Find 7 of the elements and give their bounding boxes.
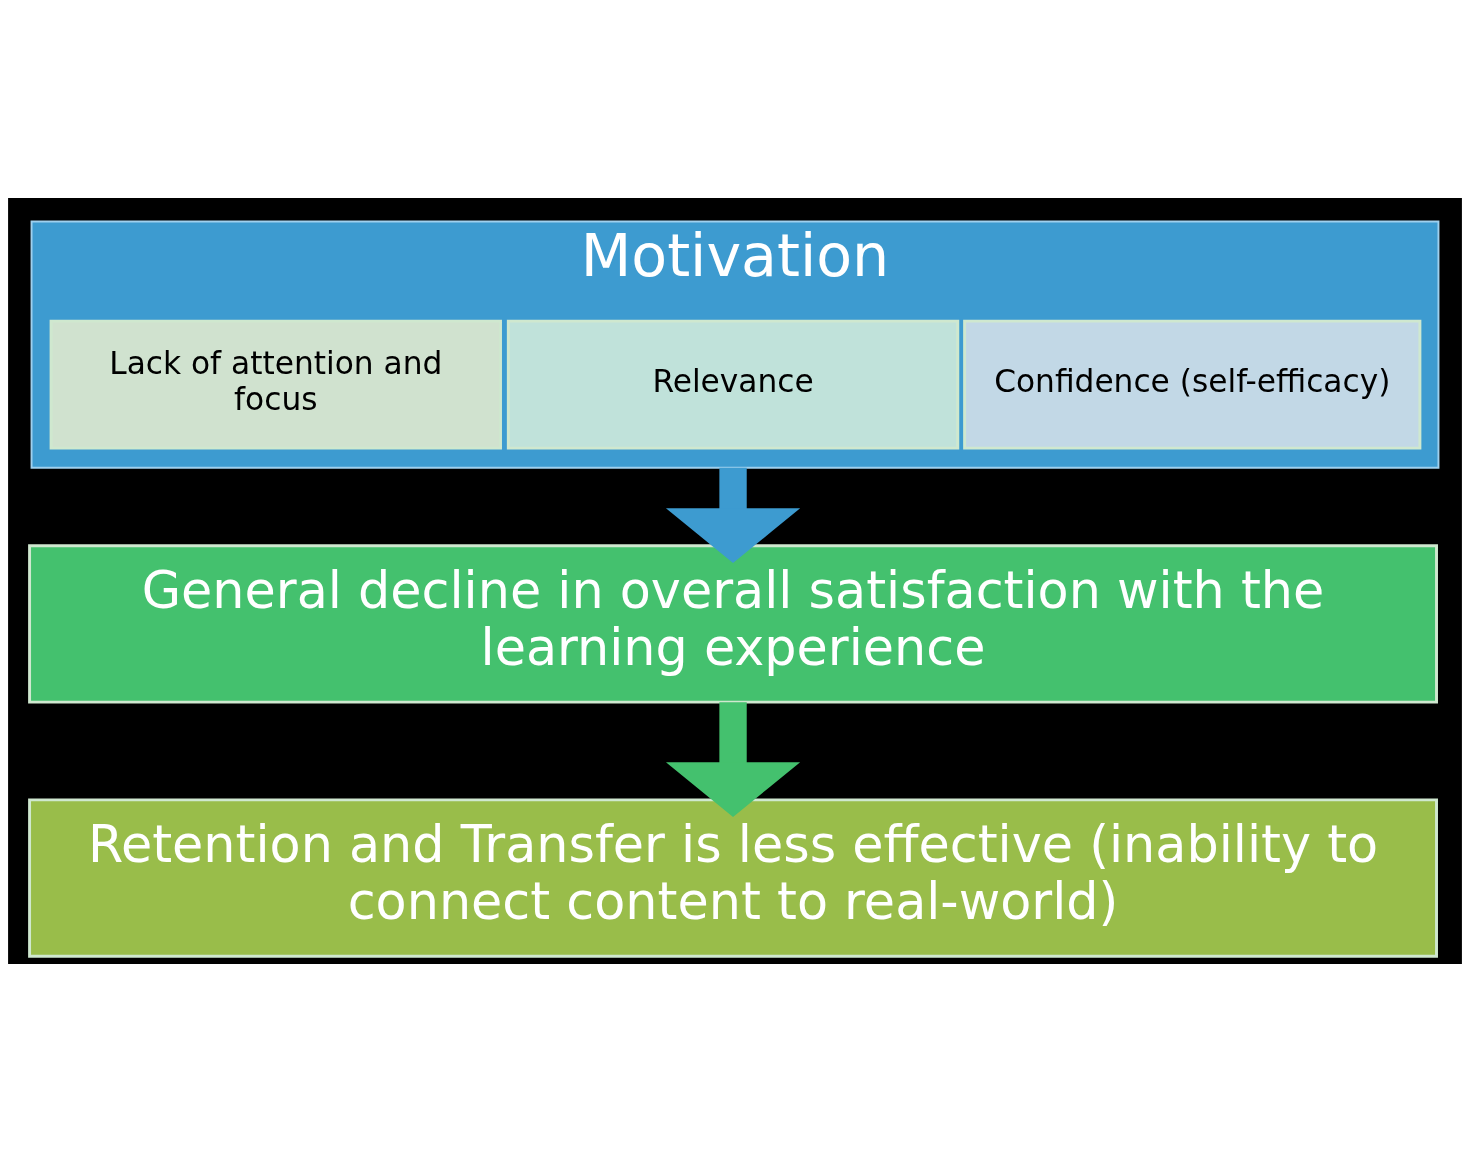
node-box: Lack of attention and focus — [49, 319, 502, 450]
arrow — [665, 701, 801, 817]
arrow — [665, 467, 801, 563]
node-box: General decline in overall satisfaction with the learning experience — [28, 543, 1438, 704]
node-box: Relevance — [506, 319, 960, 450]
node-box: Retention and Transfer is less effective (inability to connect content to real-world) — [28, 797, 1438, 958]
node-box: Confidence (self-efficacy) — [963, 319, 1422, 450]
